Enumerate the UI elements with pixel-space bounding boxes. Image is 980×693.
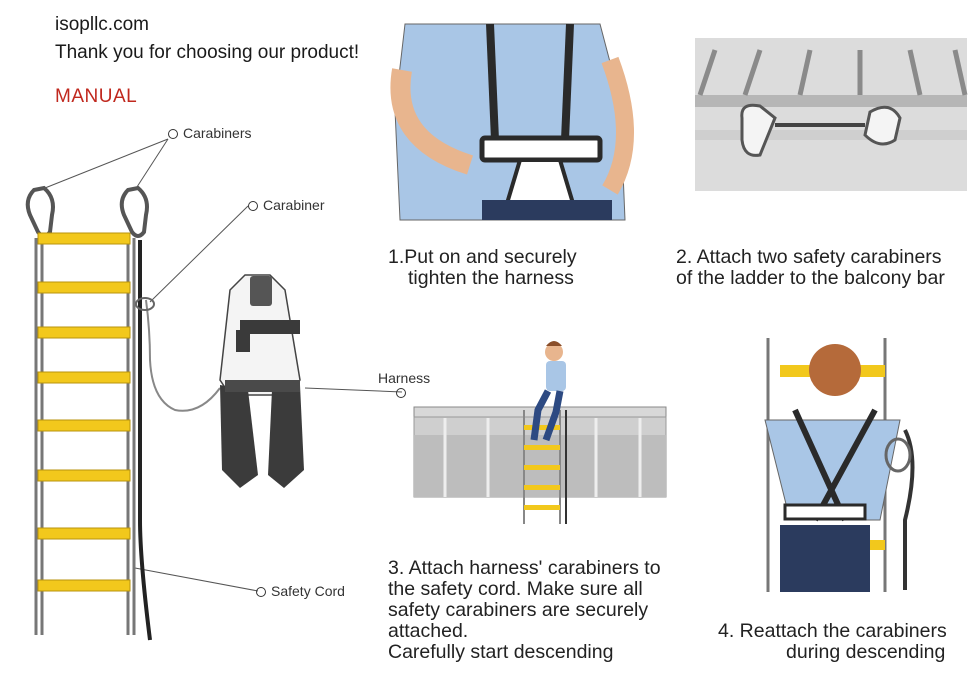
step-2-line: of the ladder to the balcony bar xyxy=(676,267,945,289)
step-3-line: the safety cord. Make sure all xyxy=(388,578,643,600)
callout-dot-icon xyxy=(168,129,178,140)
step-4-line: 4. Reattach the carabiners xyxy=(718,620,947,642)
person-on-ladder-illustration xyxy=(764,338,915,592)
callout-dot-icon xyxy=(256,587,266,598)
callout-dot-icon xyxy=(248,201,258,212)
step-1-caption: 1.Put on and securely tighten the harnes… xyxy=(388,247,577,289)
step-3-caption: 3. Attach harness' carabiners to the saf… xyxy=(388,558,661,663)
step-3-line: safety carabiners are securely xyxy=(388,599,649,621)
harness-illustration-step1 xyxy=(390,23,634,221)
step-2-caption: 2. Attach two safety carabiners of the l… xyxy=(676,247,945,289)
balcony-bar-illustration xyxy=(413,406,667,524)
step-3-line: 3. Attach harness' carabiners to xyxy=(388,557,661,579)
step-1-line: tighten the harness xyxy=(408,267,574,289)
label-carabiners-text: Carabiners xyxy=(183,125,252,141)
callout-dot-icon xyxy=(396,388,406,399)
label-safety-cord: Safety Cord xyxy=(256,583,345,599)
balcony-bar-illustration-step2 xyxy=(695,38,968,191)
step-1-line: 1.Put on and securely xyxy=(388,246,577,268)
step-2-line: 2. Attach two safety carabiners xyxy=(676,246,942,268)
step-3-line: Carefully start descending xyxy=(388,641,614,663)
carabiner-icon xyxy=(25,185,149,238)
label-carabiner-text: Carabiner xyxy=(263,197,325,213)
person-descending-illustration xyxy=(530,341,566,442)
site-url: isopllc.com xyxy=(55,14,149,35)
label-harness-text: Harness xyxy=(378,370,431,386)
label-safety-cord-text: Safety Cord xyxy=(271,583,345,599)
label-carabiner: Carabiner xyxy=(248,197,324,213)
step-4-line: during descending xyxy=(786,641,946,663)
thank-you-text: Thank you for choosing our product! xyxy=(55,42,360,63)
manual-title: MANUAL xyxy=(55,86,138,107)
carabiner-icon xyxy=(740,103,902,157)
label-carabiners: Carabiners xyxy=(168,125,251,141)
harness-illustration xyxy=(219,274,304,488)
callout-dot-harness xyxy=(396,384,411,400)
label-harness: Harness xyxy=(378,370,430,386)
step-3-line: attached. xyxy=(388,620,469,642)
step-4-caption: 4. Reattach the carabiners during descen… xyxy=(718,621,947,663)
